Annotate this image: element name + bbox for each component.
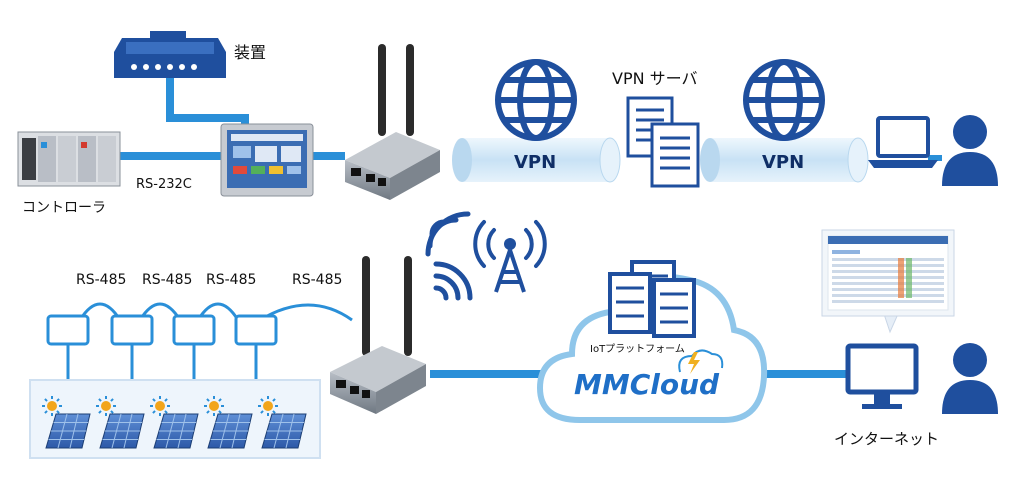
globe-icon	[495, 59, 577, 141]
sun-icon	[150, 396, 170, 416]
rs485-label-2: RS-485	[142, 272, 192, 288]
controller-label: コントローラ	[22, 200, 106, 216]
rs485-label-1: RS-485	[76, 272, 126, 288]
antenna-icon	[406, 44, 414, 136]
sensor-module-icon	[46, 314, 90, 346]
vpn-label-left: VPN	[514, 152, 556, 173]
antenna-icon	[378, 44, 386, 136]
hmi-panel-icon	[220, 123, 314, 197]
connection-lines	[120, 78, 942, 378]
vpn-label-right: VPN	[762, 152, 804, 173]
cell-tower-icon	[473, 220, 547, 293]
screenshot-thumbnail-icon	[821, 229, 955, 334]
person-icon	[942, 115, 998, 186]
sensor-module-icon	[172, 314, 216, 346]
device-box-icon	[114, 31, 226, 78]
solar-panel-icon	[153, 413, 199, 449]
rs485-label-3: RS-485	[206, 272, 256, 288]
sun-icon	[204, 396, 224, 416]
router-icon	[330, 256, 426, 414]
rs232c-label: RS-232C	[136, 177, 192, 192]
device-label: 装置	[234, 43, 266, 62]
device-line	[166, 78, 249, 128]
document-server-icon	[626, 96, 700, 188]
rs485-label-4: RS-485	[292, 272, 342, 288]
cloud-logo-text: MMCloud	[574, 368, 720, 401]
router-icon	[345, 44, 440, 200]
solar-panel-icon	[207, 413, 253, 449]
antenna-icon	[404, 256, 412, 356]
monitor-icon	[845, 343, 919, 409]
solar-panel-icon	[99, 413, 145, 449]
cloud-logo-mark	[678, 349, 724, 374]
solar-row	[42, 396, 307, 449]
person-icon	[942, 343, 998, 414]
rs485-chain	[46, 302, 353, 380]
vpn-tube-right	[700, 137, 869, 183]
plc-controller-icon	[17, 131, 121, 187]
laptop-icon	[868, 116, 938, 168]
solar-panel-icon	[45, 413, 91, 449]
vpn-server-label: VPN サーバ	[612, 69, 698, 88]
server-rack-icon	[608, 260, 696, 338]
wifi-signal-icon	[433, 261, 473, 301]
vpn-tube-left	[452, 137, 621, 183]
solar-panel-icon	[261, 413, 307, 449]
sensor-module-icon	[110, 314, 154, 346]
sun-icon	[42, 396, 62, 416]
sun-icon	[96, 396, 116, 416]
antenna-icon	[362, 256, 370, 356]
sun-icon	[258, 396, 278, 416]
globe-icon	[743, 59, 825, 141]
wifi-signal-icon	[425, 211, 471, 257]
sensor-module-icon	[234, 314, 278, 346]
cloud-caption: IoTプラットフォーム	[590, 343, 685, 355]
internet-label: インターネット	[834, 430, 939, 448]
